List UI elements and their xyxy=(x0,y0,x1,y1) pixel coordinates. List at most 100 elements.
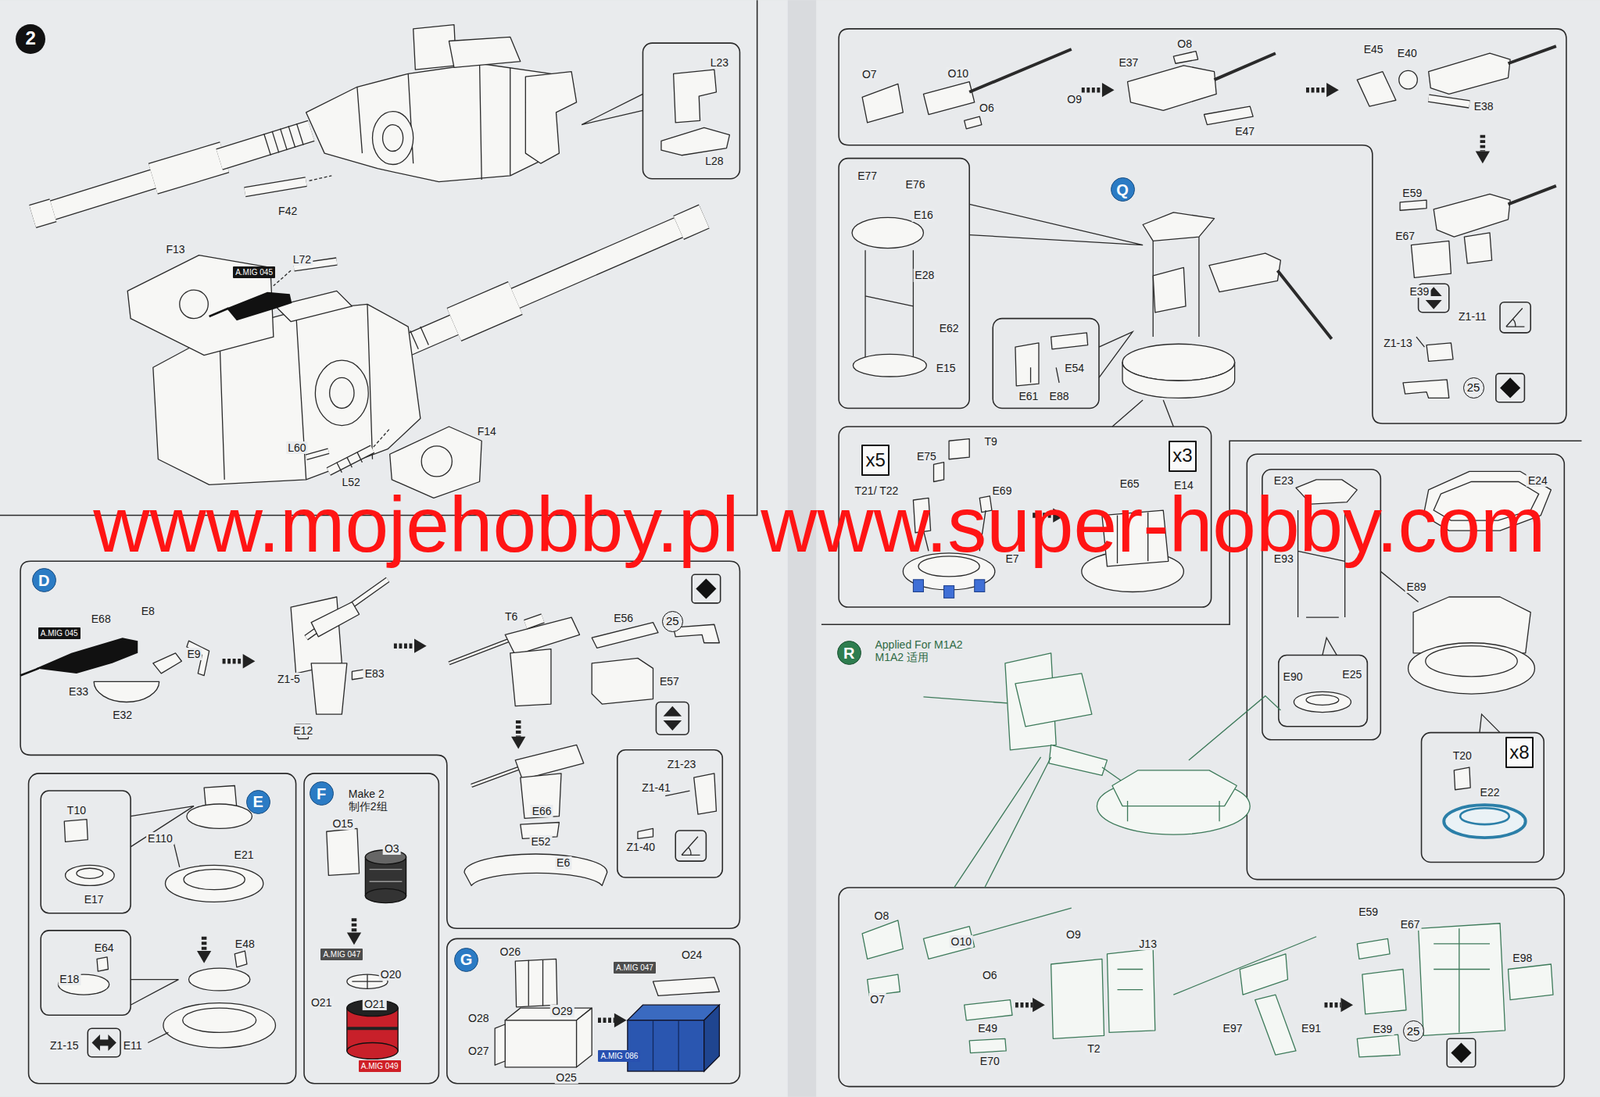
decal-callout: 25 xyxy=(1463,377,1485,399)
panel-e-art-shape xyxy=(164,865,263,903)
part-number: E9 xyxy=(185,647,202,661)
machine-gun-top-row-shape xyxy=(1306,87,1327,94)
panel-e-art-shape xyxy=(196,951,212,964)
part-number: Z1-15 xyxy=(48,1039,81,1053)
panel-q-art-shape xyxy=(1112,400,1174,427)
machine-gun-top-row-shape xyxy=(1326,82,1339,97)
panel-r-art-shape xyxy=(954,757,1052,888)
step-badge: G xyxy=(454,948,479,973)
panel-d-art-shape xyxy=(311,602,359,638)
node-text: A.MIG 045 xyxy=(235,268,273,277)
part-number: E21 xyxy=(232,848,256,862)
machine-gun-top-row-shape xyxy=(1428,98,1470,105)
panel-e-art-shape xyxy=(130,806,194,848)
machine-gun-top-row-shape xyxy=(1403,379,1450,398)
main-gun-upper-shape xyxy=(244,182,306,193)
part-number: E49 xyxy=(976,1022,999,1035)
panel-e-art-shape xyxy=(147,1032,169,1043)
panel-q-art-shape xyxy=(944,586,955,599)
part-number: O6 xyxy=(980,969,999,982)
part-number: E48 xyxy=(233,937,257,951)
panel-r-art-shape xyxy=(1356,1034,1400,1058)
machine-gun-top-row-shape xyxy=(1428,98,1470,105)
machine-gun-top-row xyxy=(862,46,1557,403)
part-number: E45 xyxy=(1362,42,1386,56)
panel-frames-shape xyxy=(617,750,723,878)
main-gun-upper-shape xyxy=(382,125,404,152)
part-number: E47 xyxy=(1233,125,1257,138)
panel-r-art-shape xyxy=(1362,970,1407,1015)
part-number: E90 xyxy=(1281,669,1305,683)
part-number: E67 xyxy=(1393,229,1417,243)
main-gun-upper-shape xyxy=(219,130,312,160)
panel-frames-shape xyxy=(1421,733,1545,863)
panel-d-art xyxy=(20,574,721,886)
machine-gun-top-row-shape xyxy=(1203,106,1253,125)
panel-q-art-shape xyxy=(1122,362,1235,399)
paint-chip: A.MIG 045 xyxy=(38,627,81,640)
machine-gun-top-row-shape xyxy=(1475,151,1490,165)
part-number: Z1-41 xyxy=(640,781,673,795)
main-gun-lower-shape xyxy=(454,298,516,326)
part-number: Z1-40 xyxy=(625,841,658,854)
part-number: T6 xyxy=(503,609,520,623)
panel-r-art-shape xyxy=(1450,1043,1472,1064)
panel-r-art-shape xyxy=(1255,995,1296,1056)
panel-r-art-shape xyxy=(1117,970,1144,991)
panel-r-art-shape xyxy=(1446,1038,1476,1068)
part-number: E76 xyxy=(904,178,928,191)
panel-q-art-shape xyxy=(934,462,945,483)
main-gun-upper-shape xyxy=(673,69,717,123)
panel-e-art-shape xyxy=(87,1028,121,1058)
panel-e-art-shape xyxy=(64,819,88,843)
panel-frames-shape xyxy=(20,561,740,929)
panel-d-art-shape xyxy=(591,658,653,705)
machine-gun-top-row-shape xyxy=(923,82,974,115)
part-number: O25 xyxy=(554,1071,578,1085)
part-number: E33 xyxy=(67,685,90,698)
part-number: E64 xyxy=(93,941,116,955)
machine-gun-top-row-shape xyxy=(1463,232,1492,264)
panel-r-art-shape xyxy=(1015,673,1092,727)
main-gun-upper-shape xyxy=(309,175,333,182)
main-gun-lower-shape xyxy=(306,451,330,458)
part-number: O10 xyxy=(949,935,974,949)
panel-r-art-shape xyxy=(1106,948,1155,1033)
node-text: 25 xyxy=(665,615,680,629)
part-number: O7 xyxy=(868,993,887,1006)
machine-gun-top-row-shape xyxy=(1428,53,1511,94)
paint-chip: A.MIG 047 xyxy=(320,948,363,961)
panel-q-art-shape xyxy=(1051,332,1089,350)
main-gun-upper-shape xyxy=(448,36,520,68)
part-number: E14 xyxy=(1172,479,1196,492)
panel-q-art-shape xyxy=(851,217,924,248)
part-number: E12 xyxy=(291,724,315,738)
node-text: F xyxy=(316,785,326,803)
panel-q-art-shape xyxy=(912,579,924,593)
main-gun-upper-shape xyxy=(219,130,312,160)
assembly-note: Make 2 制作2组 xyxy=(347,787,396,813)
machine-gun-top-row-shape xyxy=(1499,377,1521,398)
panel-g-art-shape xyxy=(504,1020,577,1068)
panel-d-art-shape xyxy=(222,658,244,665)
panel-d-art-shape xyxy=(655,701,689,735)
part-number: O10 xyxy=(946,67,971,80)
part-number: E39 xyxy=(1407,285,1431,298)
panel-d-art-shape xyxy=(675,830,706,862)
panel-r-art-shape xyxy=(1188,696,1281,761)
panel-r-art xyxy=(862,653,1554,1068)
part-number: E39 xyxy=(1370,1023,1394,1036)
panel-g-art xyxy=(494,959,720,1072)
main-gun-lower-shape xyxy=(336,452,363,473)
panel-q-art-shape xyxy=(948,439,970,460)
panel-f-art-shape xyxy=(347,1027,398,1031)
paint-chip: A.MIG 049 xyxy=(358,1060,401,1073)
panel-r-art-shape xyxy=(1032,998,1046,1013)
panel-e-art-shape xyxy=(234,951,247,968)
panel-d-art-shape xyxy=(35,637,139,674)
panel-g-art-shape xyxy=(576,1008,593,1068)
machine-gun-top-row-shape xyxy=(1433,193,1511,237)
main-gun-upper-shape xyxy=(581,93,643,125)
panel-r-art-shape xyxy=(1127,801,1220,822)
